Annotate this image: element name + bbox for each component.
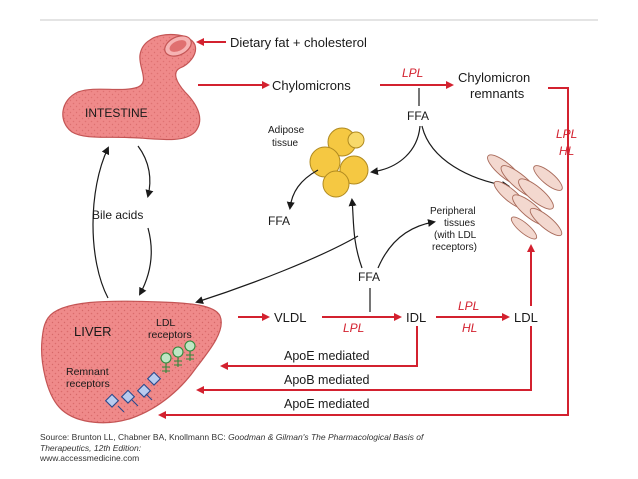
source-citation: Source: Brunton LL, Chabner BA, Knollman… [40, 432, 460, 464]
lpl-vldl-label: LPL [343, 321, 364, 335]
lpl-chylomicron-label: LPL [402, 66, 423, 80]
liver-label: LIVER [74, 324, 112, 339]
ffa-to-adipose-arrow [370, 125, 421, 176]
peripheral-tissue-cells [487, 154, 563, 240]
ldl-apob-return-path [196, 326, 532, 394]
source-url: www.accessmedicine.com [40, 453, 140, 463]
apob-mediated-label: ApoB mediated [284, 373, 370, 387]
peripheral-label-4: receptors) [432, 242, 477, 253]
adipose-label-1: Adipose [268, 125, 305, 136]
ffa-bottom-to-adipose-arrow [348, 198, 363, 269]
peripheral-label-3: (with LDL [434, 230, 477, 241]
intestine-organ [62, 34, 201, 141]
ffa-bottom-to-peripheral-arrow [377, 219, 436, 269]
ldl-receptors-label-1: LDL [156, 317, 175, 329]
idl-apoe-return-path [220, 326, 418, 370]
ffa-left-to-liver-arrow [195, 235, 359, 304]
hl-idl-label: HL [462, 321, 477, 335]
ffa-top-label: FFA [407, 109, 429, 123]
lpl-right-label: LPL [556, 127, 577, 141]
apoe-mediated-1-label: ApoE mediated [284, 349, 370, 363]
chylomicron-remnants-label-2: remnants [470, 86, 525, 101]
adipose-label-2: tissue [272, 138, 299, 149]
adipose-cells [309, 127, 369, 198]
liver-to-intestine-arrow [92, 146, 110, 299]
apoe-mediated-2-label: ApoE mediated [284, 397, 370, 411]
vldl-label: VLDL [274, 310, 307, 325]
chylomicrons-label: Chylomicrons [272, 78, 351, 93]
bile-acids-label: Bile acids [92, 208, 143, 222]
ldl-receptor-icons [160, 340, 196, 373]
liver-organ [41, 300, 222, 424]
ldl-receptors-label-2: receptors [148, 329, 192, 341]
hl-right-label: HL [559, 144, 574, 158]
remnant-receptor-icons [104, 371, 162, 413]
peripheral-label-2: tissues [444, 218, 475, 229]
lpl-idl-label: LPL [458, 299, 479, 313]
idl-label: IDL [406, 310, 426, 325]
intestine-to-bile-acids-arrow [137, 145, 154, 198]
chylomicron-remnants-label-1: Chylomicron [458, 70, 530, 85]
bile-acids-to-liver-arrow [139, 227, 152, 296]
remnants-to-liver-path [158, 87, 569, 419]
ffa-bottom-label: FFA [358, 270, 380, 284]
remnant-receptors-label-1: Remnant [66, 366, 109, 378]
adipose-to-ffa-left-arrow [286, 169, 319, 210]
ldl-label: LDL [514, 310, 538, 325]
ffa-left-label: FFA [268, 214, 290, 228]
source-prefix: Source: Brunton LL, Chabner BA, Knollman… [40, 432, 229, 442]
source-book: Goodman & Gilman's The Pharmacological B… [40, 432, 424, 453]
dietary-label: Dietary fat + cholesterol [230, 35, 367, 50]
intestine-label: INTESTINE [85, 106, 148, 120]
peripheral-label-1: Peripheral [430, 206, 476, 217]
remnant-receptors-label-2: receptors [66, 378, 110, 390]
